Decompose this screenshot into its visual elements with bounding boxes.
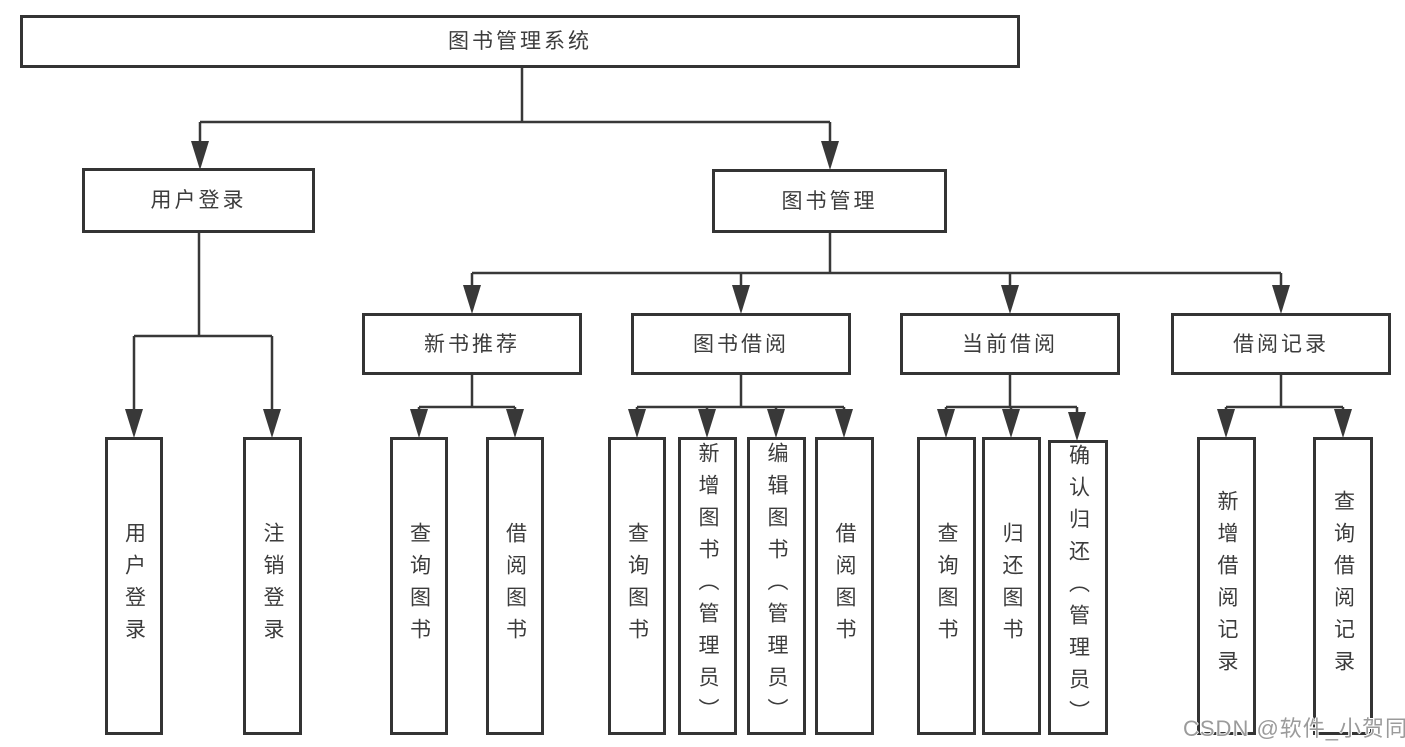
node-root-system: 图书管理系统 [20,15,1020,68]
node-new-book-recommendation: 新书推荐 [362,313,582,375]
csdn-watermark: CSDN @软件_小贺同学 [1183,716,1405,741]
leaf-return-books: 归还图书 [982,437,1041,735]
connector-book-borrowing [635,375,846,412]
leaf-query-books-current: 查询图书 [917,437,976,735]
node-borrowing-records: 借阅记录 [1171,313,1391,375]
arrowheads [125,141,1352,441]
leaf-query-books-borrowing: 查询图书 [608,437,666,735]
node-user-login: 用户登录 [82,168,315,233]
connector-user-login [132,233,274,412]
leaf-query-books-recommend: 查询图书 [390,437,448,735]
leaf-borrow-books-borrowing: 借阅图书 [815,437,874,735]
leaf-logout: 注销登录 [243,437,302,735]
leaf-add-borrow-record: 新增借阅记录 [1197,437,1256,735]
leaf-query-borrow-record: 查询借阅记录 [1313,437,1373,735]
leaf-edit-books-admin: 编辑图书（管理员） [747,437,806,735]
node-current-borrowing: 当前借阅 [900,313,1120,375]
node-book-management: 图书管理 [712,169,947,233]
leaf-user-login: 用户登录 [105,437,163,735]
leaf-add-books-admin: 新增图书（管理员） [678,437,737,735]
connector-book-management [470,233,1283,288]
connector-new-book [417,375,517,412]
node-book-borrowing: 图书借阅 [631,313,851,375]
connector-borrowing-records [1224,375,1345,412]
connector-root [198,68,832,144]
leaf-borrow-books-recommend: 借阅图书 [486,437,544,735]
leaf-confirm-return-admin: 确认归还（管理员） [1048,440,1108,735]
